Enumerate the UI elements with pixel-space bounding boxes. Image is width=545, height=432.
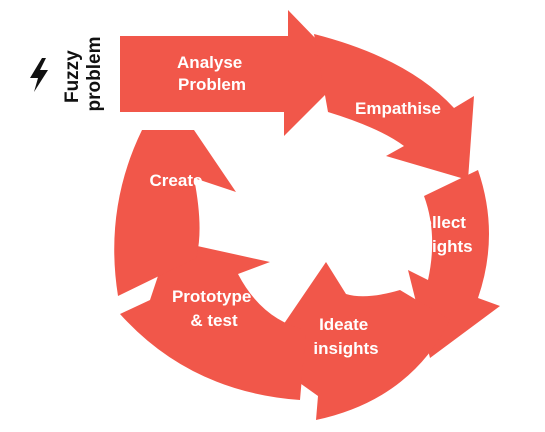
start-label: Fuzzy problem: [30, 37, 105, 112]
svg-text:Empathise: Empathise: [355, 99, 441, 118]
arrow-analyse-problem: [120, 10, 348, 136]
arrow-prototype-test: [120, 240, 306, 400]
arrow-ideate-insights: [262, 262, 450, 420]
stage-ideate-line1: Ideate: [319, 315, 368, 334]
stage-collect-line2: insights: [407, 237, 472, 256]
svg-text:Fuzzy problem: Fuzzy problem: [62, 37, 105, 112]
stage-prototype-line1: Prototype: [172, 287, 251, 306]
svg-text:Ideate insights: Ideate insights: [313, 315, 378, 358]
stage-empathise-line1: Empathise: [355, 99, 441, 118]
stage-analyse-problem: Analyse Problem: [120, 10, 348, 136]
arrow-empathise: [314, 34, 474, 180]
lightning-bolt-icon: [30, 58, 48, 92]
stage-prototype-test: Prototype & test: [120, 240, 306, 400]
stage-ideate-line2: insights: [313, 339, 378, 358]
svg-text:Collect insights: Collect insights: [407, 213, 472, 256]
stage-create: Create: [114, 130, 236, 296]
arrow-create: [114, 130, 236, 296]
start-label-line1: Fuzzy: [62, 50, 83, 103]
stage-prototype-line2: & test: [190, 311, 238, 330]
stage-collect-line1: Collect: [409, 213, 466, 232]
svg-text:Create: Create: [150, 171, 203, 190]
svg-text:Prototype & test: Prototype & test: [172, 287, 256, 330]
stage-ideate-insights: Ideate insights: [262, 262, 450, 420]
stage-empathise: Empathise: [314, 34, 474, 180]
svg-text:Analyse Problem: Analyse Problem: [177, 53, 247, 94]
start-label-line2: problem: [84, 37, 105, 112]
stage-analyse-line1: Analyse: [177, 53, 242, 72]
stage-analyse-line2: Problem: [178, 75, 246, 94]
stage-create-line1: Create: [150, 171, 203, 190]
